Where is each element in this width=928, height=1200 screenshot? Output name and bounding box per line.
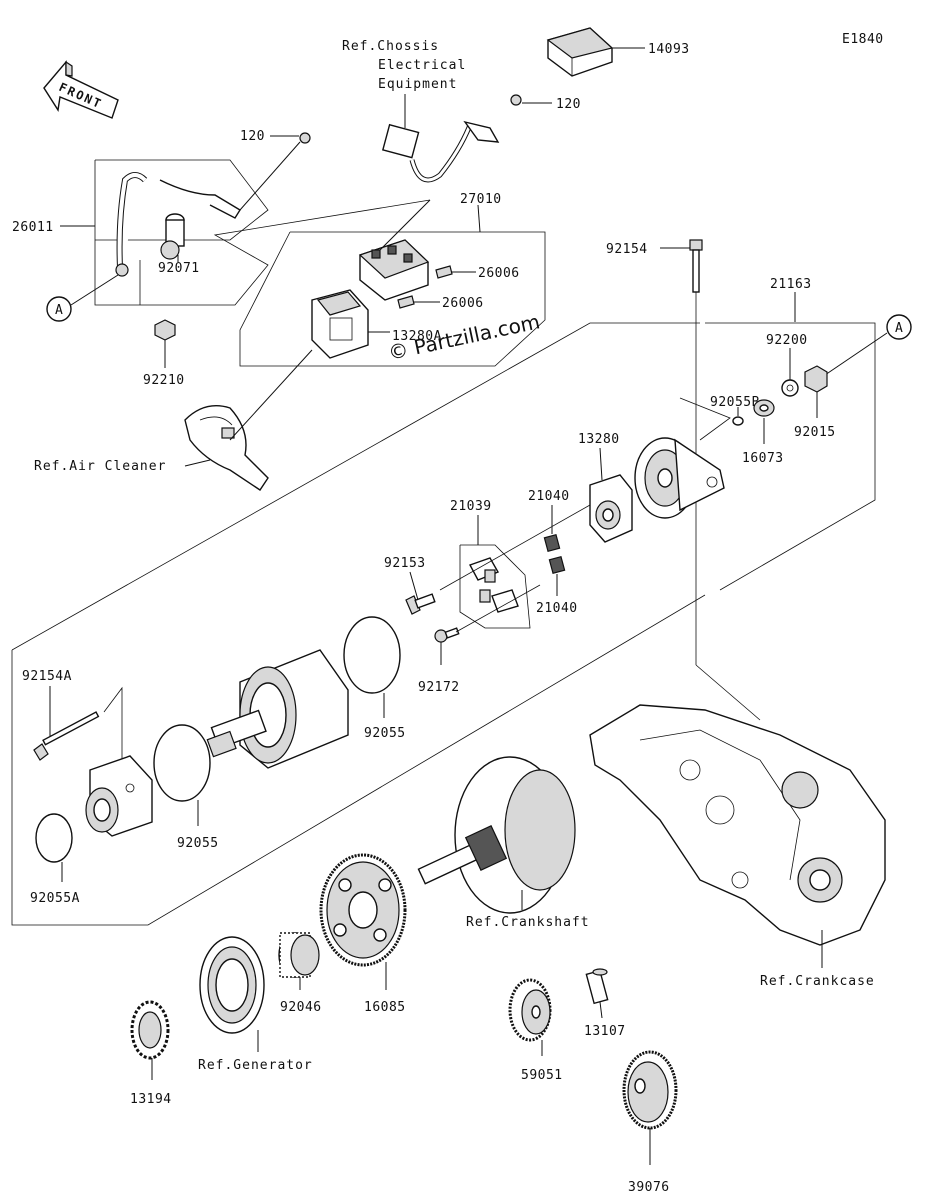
fuse-26006-b-part [397, 295, 415, 309]
callout-a-left [46, 296, 72, 322]
ref-chassis-line3: Equipment [378, 77, 457, 92]
nut-92015-part [804, 365, 828, 393]
part-label-92153: 92153 [384, 556, 426, 571]
ref-air-cleaner: Ref.Air Cleaner [34, 459, 166, 474]
oring-92055b-part [732, 416, 744, 426]
callout-a-right [886, 314, 912, 340]
part-label-13107: 13107 [584, 1024, 626, 1039]
part-label-21039: 21039 [450, 499, 492, 514]
bearing-92046-part [278, 932, 320, 978]
part-label-26006-b: 26006 [442, 296, 484, 311]
part-label-92154: 92154 [606, 242, 648, 257]
part-label-16073: 16073 [742, 451, 784, 466]
ref-crankcase: Ref.Crankcase [760, 974, 875, 989]
oring-92055-b-part [153, 724, 211, 802]
clutch-13194-part [130, 1000, 170, 1060]
part-label-92200: 92200 [766, 333, 808, 348]
brush-holder-13280-part [589, 474, 633, 543]
part-label-59051: 59051 [521, 1068, 563, 1083]
part-label-92172: 92172 [418, 680, 460, 695]
oring-92055-a-part [343, 616, 401, 694]
starter-relay-part [358, 239, 430, 301]
part-label-27010: 27010 [460, 192, 502, 207]
relay-box-part [546, 27, 614, 77]
nut-92210-part [154, 319, 176, 341]
spring-21040-a-part [543, 533, 561, 553]
relay-cover-13280a-part [311, 289, 369, 359]
air-cleaner-ref-part [184, 405, 269, 491]
shaft-13107-part [585, 968, 609, 1005]
part-label-92210: 92210 [143, 373, 185, 388]
callout-a-right-label: A [895, 321, 903, 336]
part-label-21040-a: 21040 [528, 489, 570, 504]
part-label-92055a: 92055A [30, 891, 80, 906]
ref-chassis-line2: Electrical [378, 58, 466, 73]
washer-92200-part [781, 379, 799, 397]
part-label-16085: 16085 [364, 1000, 406, 1015]
crankcase-ref-part [589, 704, 886, 946]
bolt-92154-part [689, 239, 703, 293]
part-label-21163: 21163 [770, 277, 812, 292]
starter-front-bracket-part [85, 755, 153, 837]
bolt-92154a-part [33, 711, 100, 761]
part-label-13280a: 13280A [392, 329, 442, 344]
gear-39076-part [622, 1050, 678, 1130]
starter-end-cover-part [634, 437, 725, 519]
front-arrow-icon: FRONT [43, 60, 119, 119]
part-label-92055b: 92055B [710, 395, 760, 410]
part-label-92055-b: 92055 [177, 836, 219, 851]
terminal-boot-part [160, 213, 185, 260]
spring-21040-b-part [548, 555, 566, 575]
diagram-code: E1840 [842, 32, 884, 47]
crankshaft-ref-part [417, 756, 576, 914]
ref-generator: Ref.Generator [198, 1058, 313, 1073]
part-label-21040-b: 21040 [536, 601, 578, 616]
part-label-120-top: 120 [556, 97, 581, 112]
battery-cable-part [115, 172, 241, 277]
watermark: © Partzilla.com [386, 309, 542, 365]
bolt-120-left-part [299, 132, 311, 144]
part-label-120-left: 120 [240, 129, 265, 144]
gear-59051-part [508, 978, 552, 1042]
ref-crankshaft: Ref.Crankshaft [466, 915, 590, 930]
screw-92172-part [434, 627, 460, 643]
brush-set-21039-part [468, 557, 519, 613]
part-label-92015: 92015 [794, 425, 836, 440]
part-label-26006-a: 26006 [478, 266, 520, 281]
starter-motor-part [206, 649, 349, 769]
part-label-13194: 13194 [130, 1092, 172, 1107]
gear-16085-part [319, 853, 407, 967]
part-label-39076: 39076 [628, 1180, 670, 1195]
part-label-92046: 92046 [280, 1000, 322, 1015]
generator-ref-part [199, 936, 265, 1034]
bolt-120-top-part [510, 94, 522, 106]
ref-chassis-line1: Ref.Chossis [342, 39, 439, 54]
part-label-26011: 26011 [12, 220, 54, 235]
part-label-92071: 92071 [158, 261, 200, 276]
bushing-16073-part [753, 399, 775, 417]
fuse-26006-a-part [435, 265, 453, 279]
callout-a-left-label: A [55, 303, 63, 318]
screw-92153-part [405, 593, 436, 615]
chassis-connector-part [381, 120, 500, 183]
part-label-92154a: 92154A [22, 669, 72, 684]
part-label-92055-a: 92055 [364, 726, 406, 741]
part-label-13280: 13280 [578, 432, 620, 447]
part-label-14093: 14093 [648, 42, 690, 57]
oring-92055a-part [35, 813, 73, 863]
